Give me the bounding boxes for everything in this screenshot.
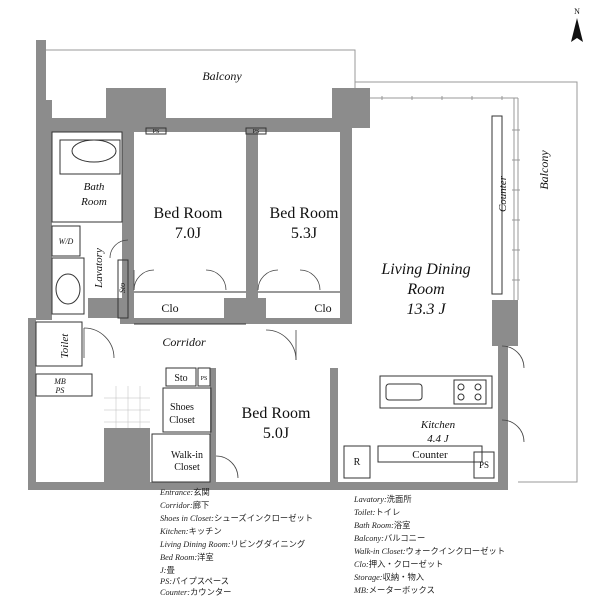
lavatory-label: Lavatory <box>93 248 105 289</box>
legend-key: Kitchen: <box>160 527 189 536</box>
legend-value: 廊下 <box>192 501 210 510</box>
bath-room-label-line1: Bath <box>84 181 105 193</box>
legend-value: 玄関 <box>193 488 210 497</box>
bed2-label: Bed Room <box>270 205 339 222</box>
kitchen-size: 4.4 J <box>427 433 450 445</box>
sto-label: Sto <box>174 373 187 384</box>
ps2-label: PS <box>253 129 260 135</box>
clo1-label: Clo <box>161 301 178 315</box>
legend-key: Storage: <box>354 573 383 582</box>
legend-entry: Kitchen:キッチン <box>160 527 222 536</box>
walkin-closet-line1: Walk-in <box>171 450 203 461</box>
legend-entry: Toilet:トイレ <box>354 508 401 517</box>
legend-value: バルコニー <box>383 534 426 543</box>
legend-value: 洋室 <box>197 553 214 562</box>
legend-entry: Entrance:玄関 <box>160 488 210 497</box>
balcony-rail-ticks <box>381 96 520 281</box>
legend-entry: Storage:収納・物入 <box>354 573 425 582</box>
legend-entry: Corridor:廊下 <box>160 501 210 510</box>
balcony-outline <box>46 49 578 483</box>
walls <box>28 40 518 490</box>
legend-key: Shoes in Closet: <box>160 514 214 523</box>
bed1-label: Bed Room <box>154 205 223 222</box>
shoes-closet-line1: Shoes <box>170 402 194 413</box>
legend-entry: Living Dining Room:リビングダイニング <box>160 540 306 549</box>
bed3-label: Bed Room <box>242 405 311 422</box>
legend-key: J: <box>160 566 167 575</box>
legend-entry: J:畳 <box>160 566 175 575</box>
living-size: 13.3 J <box>406 301 446 318</box>
legend-value: 畳 <box>166 566 175 575</box>
legend-value: カウンター <box>189 588 232 597</box>
legend-key: Balcony: <box>354 534 384 543</box>
legend-key: Counter: <box>160 588 190 597</box>
balcony-right-label: Balcony <box>537 150 551 190</box>
counter-label: Counter <box>412 449 448 461</box>
legend-key: Lavatory: <box>354 495 387 504</box>
corridor-label: Corridor <box>162 335 206 349</box>
balcony-top-label: Balcony <box>202 69 242 83</box>
r-label: R <box>354 457 361 468</box>
legend-entry: Walk-in Closet:ウォークインクローゼット <box>354 547 506 556</box>
clo2-label: Clo <box>314 301 331 315</box>
legend-entry: Balcony:バルコニー <box>354 534 426 543</box>
legend-entry: Bed Room:洋室 <box>160 553 214 562</box>
legend-entry: Clo:押入・クローゼット <box>354 560 444 569</box>
legend-value: パイプスペース <box>171 577 230 586</box>
legend-value: 浴室 <box>393 521 411 530</box>
legend-key: Bed Room: <box>160 553 198 562</box>
legend-value: 洗面所 <box>386 495 412 504</box>
bed1-size: 7.0J <box>175 225 201 242</box>
kitchen-label: Kitchen <box>420 419 456 431</box>
legend-key: Corridor: <box>160 501 193 510</box>
shoes-closet-line2: Closet <box>169 415 195 426</box>
legend-entry: Bath Room:浴室 <box>354 521 411 530</box>
legend-key: Toilet: <box>354 508 376 517</box>
legend-value: ウォークインクローゼット <box>405 547 506 556</box>
legend-value: シューズインクローゼット <box>213 514 314 523</box>
north-compass-icon: N <box>571 7 583 42</box>
bed2-size: 5.3J <box>291 225 317 242</box>
legend-key: Walk-in Closet: <box>354 547 406 556</box>
legend-value: キッチン <box>188 527 222 536</box>
legend-value: メーターボックス <box>368 586 435 595</box>
partitions <box>35 115 503 483</box>
mb-label: MB <box>53 377 66 386</box>
ps-small-label: PS <box>201 376 208 382</box>
bed3-size: 5.0J <box>263 425 289 442</box>
mb-ps-label: PS <box>55 386 65 395</box>
legend-entry: Lavatory:洗面所 <box>354 495 412 504</box>
legend-value: トイレ <box>375 508 401 517</box>
legend-key: MB: <box>354 586 369 595</box>
legend-key: Living Dining Room: <box>160 540 231 549</box>
counter-vertical-label: Counter <box>497 175 509 212</box>
ps1-label: PS <box>153 129 160 135</box>
north-label: N <box>574 7 580 16</box>
ps-right-label: PS <box>479 460 489 470</box>
legend-value: 押入・クローゼット <box>368 560 444 569</box>
living-label-line1: Living Dining <box>380 261 470 278</box>
legend-entry: PS:パイプスペース <box>160 577 230 586</box>
sto-small-label: Sto <box>118 283 127 293</box>
wd-label: W/D <box>59 237 74 246</box>
legend-key: PS: <box>160 577 172 586</box>
legend-key: Bath Room: <box>354 521 394 530</box>
walkin-closet-line2: Closet <box>174 462 200 473</box>
door-swings <box>83 239 525 479</box>
legend-value: リビングダイニング <box>230 540 306 549</box>
living-label-line2: Room <box>406 281 444 298</box>
legend-key: Clo: <box>354 560 369 569</box>
legend-key: Entrance: <box>160 488 194 497</box>
bath-room-label-line2: Room <box>80 196 107 208</box>
legend-value: 収納・物入 <box>382 573 425 582</box>
toilet-label: Toilet <box>59 333 71 359</box>
legend-entry: Counter:カウンター <box>160 588 232 597</box>
legend-entry: MB:メーターボックス <box>354 586 435 595</box>
legend-entry: Shoes in Closet:シューズインクローゼット <box>160 514 314 523</box>
entrance-tiles <box>104 386 150 428</box>
